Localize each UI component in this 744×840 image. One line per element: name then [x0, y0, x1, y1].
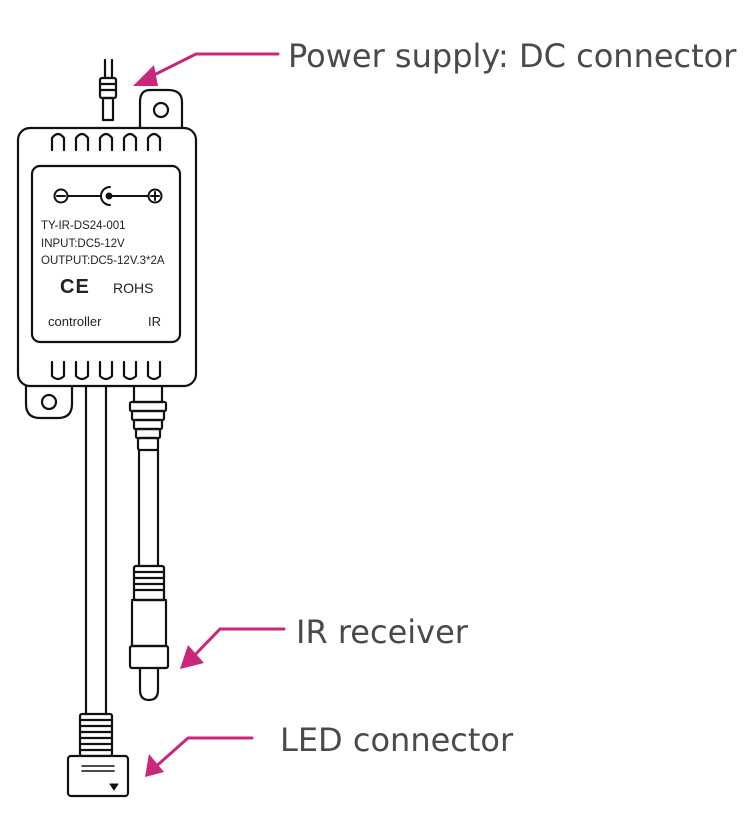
controller-label: controller	[48, 314, 102, 329]
rohs-label: ROHS	[113, 280, 153, 296]
top-mounting-ear	[138, 88, 184, 130]
dc-plug	[98, 58, 118, 122]
led-callout-label: LED connector	[280, 721, 514, 759]
output-spec: OUTPUT:DC5-12V.3*2A	[41, 255, 165, 267]
power-pointer-line	[142, 52, 280, 82]
ir-label: IR	[148, 314, 161, 329]
bottom-mounting-ear	[24, 384, 74, 420]
led-pointer-line	[150, 736, 254, 772]
polarity-symbol	[53, 186, 163, 206]
led-cable	[84, 384, 108, 716]
input-spec: INPUT:DC5-12V	[41, 238, 125, 250]
ir-pointer-line	[188, 627, 286, 662]
led-arrowhead	[145, 754, 164, 777]
ce-mark: CE	[60, 276, 90, 298]
power-arrowhead	[133, 65, 158, 86]
ir-receiver-head	[128, 564, 170, 702]
ir-arrowhead	[180, 645, 204, 669]
ir-cable	[128, 384, 168, 568]
ir-callout-label: IR receiver	[296, 613, 468, 651]
top-ribs	[50, 132, 162, 152]
power-callout-label: Power supply: DC connector	[288, 37, 737, 75]
bottom-ribs	[50, 360, 162, 381]
model-number: TY-IR-DS24-001	[41, 220, 126, 232]
label-panel	[30, 164, 182, 344]
led-connector	[66, 712, 130, 798]
